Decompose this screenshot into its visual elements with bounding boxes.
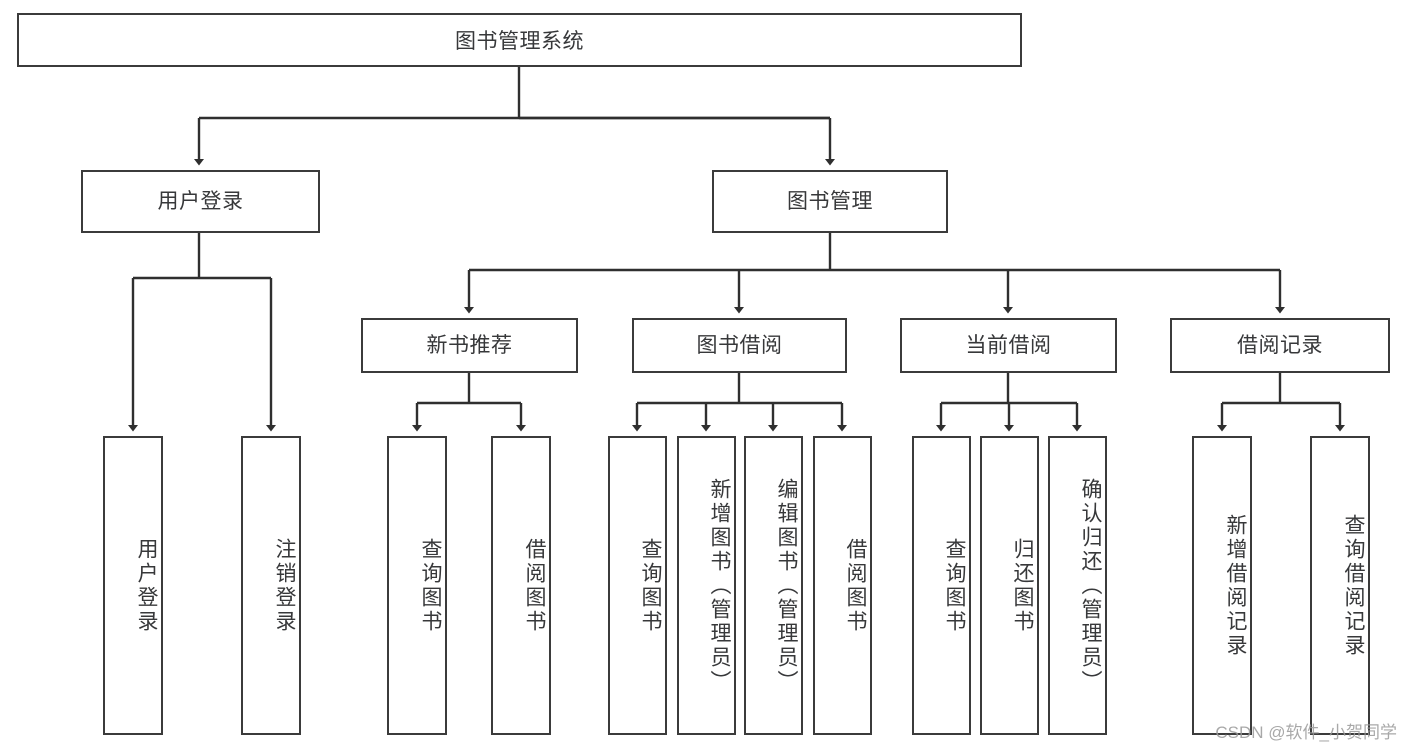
leaf-book-borrow-add-book-admin[interactable]: 新增图书（管理员） xyxy=(677,436,736,735)
leaf-book-borrow-borrow-book[interactable]: 借阅图书 xyxy=(813,436,872,735)
leaf-user-login-login[interactable]: 用户登录 xyxy=(103,436,163,735)
node-book-borrow[interactable]: 图书借阅 xyxy=(632,318,847,373)
node-book-management[interactable]: 图书管理 xyxy=(712,170,948,233)
leaf-label: 借阅图书 xyxy=(523,537,546,634)
node-current-borrow[interactable]: 当前借阅 xyxy=(900,318,1117,373)
leaf-new-book-borrow-book[interactable]: 借阅图书 xyxy=(491,436,551,735)
node-new-book-recommend[interactable]: 新书推荐 xyxy=(361,318,578,373)
leaf-borrow-record-query-record[interactable]: 查询借阅记录 xyxy=(1310,436,1370,735)
leaf-label: 归还图书 xyxy=(1011,537,1034,634)
leaf-label: 借阅图书 xyxy=(844,537,867,634)
csdn-watermark: CSDN @软件_小贺同学 xyxy=(1215,723,1397,742)
leaf-label: 新增借阅记录 xyxy=(1224,513,1247,658)
leaf-new-book-query-book[interactable]: 查询图书 xyxy=(387,436,447,735)
leaf-label: 查询图书 xyxy=(943,537,966,634)
node-borrow-record[interactable]: 借阅记录 xyxy=(1170,318,1390,373)
node-user-login[interactable]: 用户登录 xyxy=(81,170,320,233)
leaf-label: 查询借阅记录 xyxy=(1342,513,1365,658)
leaf-current-borrow-query-book[interactable]: 查询图书 xyxy=(912,436,971,735)
leaf-label: 用户登录 xyxy=(135,537,158,634)
leaf-label: 注销登录 xyxy=(273,537,296,634)
leaf-label: 确认归还（管理员） xyxy=(1079,477,1102,694)
leaf-label: 查询图书 xyxy=(639,537,662,634)
leaf-user-login-logout[interactable]: 注销登录 xyxy=(241,436,301,735)
leaf-label: 编辑图书（管理员） xyxy=(775,477,798,694)
leaf-borrow-record-add-record[interactable]: 新增借阅记录 xyxy=(1192,436,1252,735)
leaf-label: 查询图书 xyxy=(419,537,442,634)
leaf-book-borrow-edit-book-admin[interactable]: 编辑图书（管理员） xyxy=(744,436,803,735)
leaf-label: 新增图书（管理员） xyxy=(708,477,731,694)
leaf-book-borrow-query-book[interactable]: 查询图书 xyxy=(608,436,667,735)
node-root-system[interactable]: 图书管理系统 xyxy=(17,13,1022,67)
leaf-current-borrow-return-book[interactable]: 归还图书 xyxy=(980,436,1039,735)
leaf-current-borrow-confirm-return-admin[interactable]: 确认归还（管理员） xyxy=(1048,436,1107,735)
